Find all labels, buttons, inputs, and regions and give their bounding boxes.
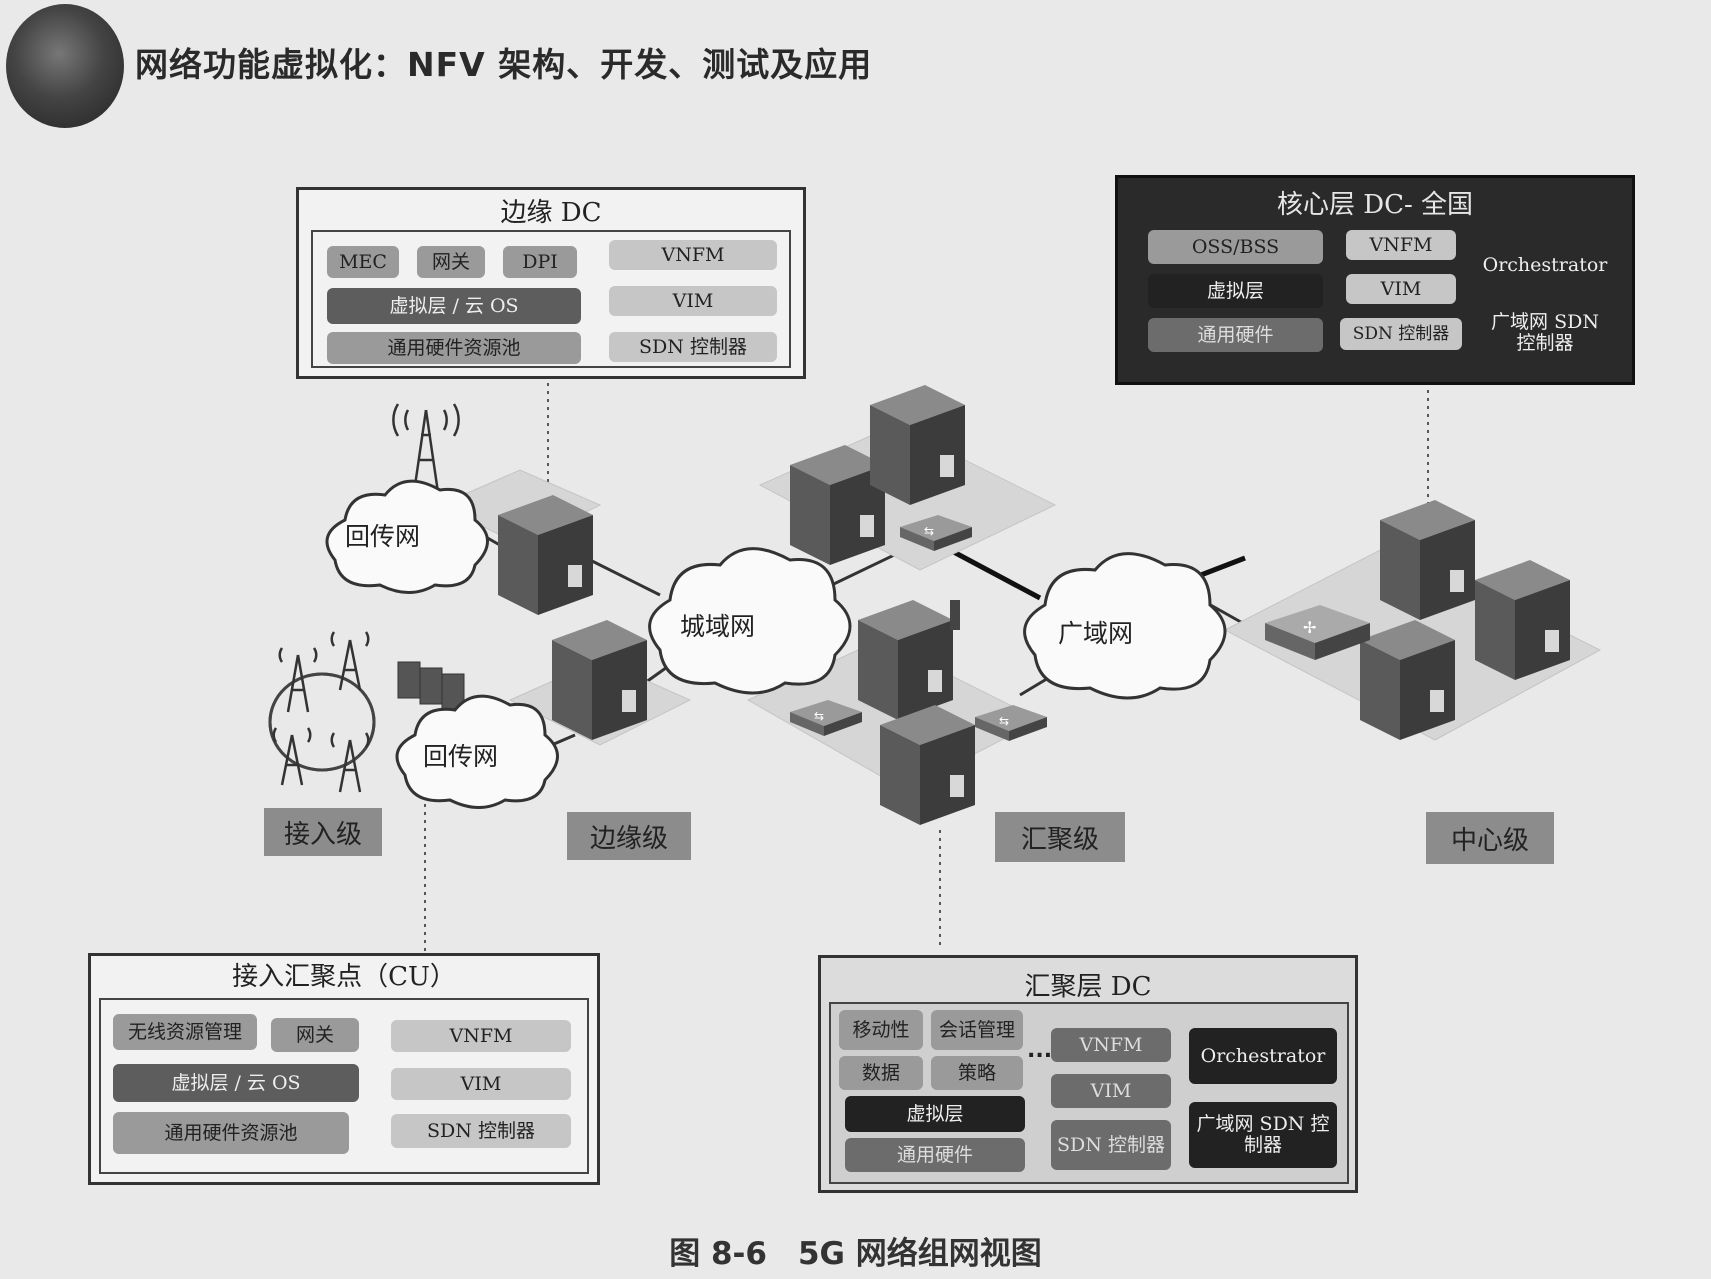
center-router: ✢ bbox=[1265, 605, 1370, 660]
core-hardware: 通用硬件 bbox=[1148, 318, 1323, 352]
agg-policy: 策略 bbox=[931, 1056, 1023, 1090]
edge-vnfm: VNFM bbox=[609, 240, 777, 270]
metro-server-2 bbox=[870, 385, 965, 505]
lion-logo-icon bbox=[6, 4, 124, 128]
cloud-metro bbox=[648, 547, 852, 695]
edge-dc-panel: 边缘 DC MEC 网关 DPI 虚拟层 / 云 OS 通用硬件资源池 VNFM… bbox=[296, 187, 806, 379]
cu-vnfm: VNFM bbox=[391, 1020, 571, 1052]
cloud-label-backhaul-bottom: 回传网 bbox=[423, 742, 498, 771]
agg-virtual-layer: 虚拟层 bbox=[845, 1096, 1025, 1132]
tower-icon-a bbox=[286, 654, 310, 713]
svg-text:✢: ✢ bbox=[1303, 618, 1316, 637]
cu-radio-resource-mgmt: 无线资源管理 bbox=[113, 1014, 257, 1050]
cu-sdn-controller: SDN 控制器 bbox=[391, 1114, 571, 1148]
agg-dc-inner: 移动性 会话管理 数据 策略 ... 虚拟层 通用硬件 VNFM VIM SDN… bbox=[829, 1002, 1349, 1184]
agg-vim: VIM bbox=[1051, 1074, 1171, 1108]
access-cu-panel: 接入汇聚点（CU） 无线资源管理 网关 虚拟层 / 云 OS 通用硬件资源池 V… bbox=[88, 953, 600, 1185]
level-aggregation: 汇聚级 bbox=[995, 812, 1125, 862]
cloud-wan bbox=[1023, 552, 1227, 700]
core-virtual-layer: 虚拟层 bbox=[1148, 274, 1323, 308]
cloud-label-metro: 城域网 bbox=[680, 612, 755, 641]
core-vim: VIM bbox=[1346, 274, 1456, 304]
agg-dc-title: 汇聚层 DC bbox=[1024, 972, 1152, 1002]
agg-vnfm: VNFM bbox=[1051, 1028, 1171, 1062]
center-server-1 bbox=[1380, 500, 1475, 620]
cu-hardware-pool: 通用硬件资源池 bbox=[113, 1112, 349, 1154]
agg-session-mgmt: 会话管理 bbox=[931, 1010, 1023, 1050]
core-oss-bss: OSS/BSS bbox=[1148, 230, 1323, 264]
tower-icon-d bbox=[338, 739, 362, 793]
agg-hardware: 通用硬件 bbox=[845, 1138, 1025, 1172]
core-orchestrator: Orchestrator bbox=[1482, 253, 1608, 276]
access-cu-inner: 无线资源管理 网关 虚拟层 / 云 OS 通用硬件资源池 VNFM VIM SD… bbox=[99, 998, 589, 1174]
cu-vim: VIM bbox=[391, 1068, 571, 1100]
edge-dpi: DPI bbox=[503, 246, 577, 278]
cu-gateway: 网关 bbox=[271, 1018, 359, 1052]
cu-virtual-layer: 虚拟层 / 云 OS bbox=[113, 1064, 359, 1102]
edge-server-bottom bbox=[552, 620, 647, 740]
access-rack-1 bbox=[397, 661, 421, 699]
cloud-backhaul-bottom bbox=[395, 694, 559, 809]
edge-hardware-pool: 通用硬件资源池 bbox=[327, 332, 581, 364]
edge-mec: MEC bbox=[327, 246, 399, 278]
tower-icon-c bbox=[280, 734, 304, 786]
agg-orchestrator: Orchestrator bbox=[1189, 1028, 1337, 1084]
core-wan-sdn-controller: 广域网 SDN 控制器 bbox=[1491, 311, 1599, 354]
core-dc-panel: 核心层 DC- 全国 OSS/BSS 虚拟层 通用硬件 VNFM VIM SDN… bbox=[1115, 175, 1635, 385]
agg-data: 数据 bbox=[839, 1056, 923, 1090]
cloud-backhaul-top bbox=[325, 479, 489, 594]
core-sdn-controller: SDN 控制器 bbox=[1340, 318, 1462, 350]
figure-caption: 图 8-6 5G 网络组网视图 bbox=[669, 1236, 1042, 1272]
edge-gateway: 网关 bbox=[417, 246, 485, 278]
agg-ellipsis: ... bbox=[1027, 1038, 1053, 1063]
agg-antenna-icon bbox=[950, 600, 960, 630]
cloud-label-wan: 广域网 bbox=[1058, 619, 1133, 648]
edge-virtual-layer: 虚拟层 / 云 OS bbox=[327, 288, 581, 324]
tower-icon-b bbox=[338, 639, 362, 691]
center-server-3 bbox=[1360, 620, 1455, 740]
edge-dc-title: 边缘 DC bbox=[500, 198, 602, 228]
access-cu-title: 接入汇聚点（CU） bbox=[232, 962, 456, 992]
agg-server-2 bbox=[880, 705, 975, 825]
core-dc-title: 核心层 DC- 全国 bbox=[1276, 190, 1474, 220]
edge-server-top bbox=[498, 495, 593, 615]
agg-mobility: 移动性 bbox=[839, 1010, 923, 1050]
agg-sdn-controller: SDN 控制器 bbox=[1051, 1120, 1171, 1170]
agg-wan-sdn-controller: 广域网 SDN 控制器 bbox=[1189, 1102, 1337, 1168]
access-rack-2 bbox=[419, 667, 443, 705]
level-center: 中心级 bbox=[1426, 812, 1554, 864]
agg-server-1 bbox=[858, 600, 953, 720]
edge-vim: VIM bbox=[609, 286, 777, 316]
cloud-label-backhaul-top: 回传网 bbox=[345, 522, 420, 551]
core-vnfm: VNFM bbox=[1346, 230, 1456, 260]
page-header: 网络功能虚拟化：NFV 架构、开发、测试及应用 bbox=[0, 0, 1711, 130]
center-server-2 bbox=[1475, 560, 1570, 680]
edge-dc-inner: MEC 网关 DPI 虚拟层 / 云 OS 通用硬件资源池 VNFM VIM S… bbox=[311, 230, 791, 368]
level-access: 接入级 bbox=[264, 808, 382, 856]
agg-dc-panel: 汇聚层 DC 移动性 会话管理 数据 策略 ... 虚拟层 通用硬件 VNFM … bbox=[818, 955, 1358, 1193]
edge-sdn-controller: SDN 控制器 bbox=[609, 332, 777, 362]
level-edge: 边缘级 bbox=[567, 812, 691, 860]
book-title: 网络功能虚拟化：NFV 架构、开发、测试及应用 bbox=[135, 45, 873, 84]
